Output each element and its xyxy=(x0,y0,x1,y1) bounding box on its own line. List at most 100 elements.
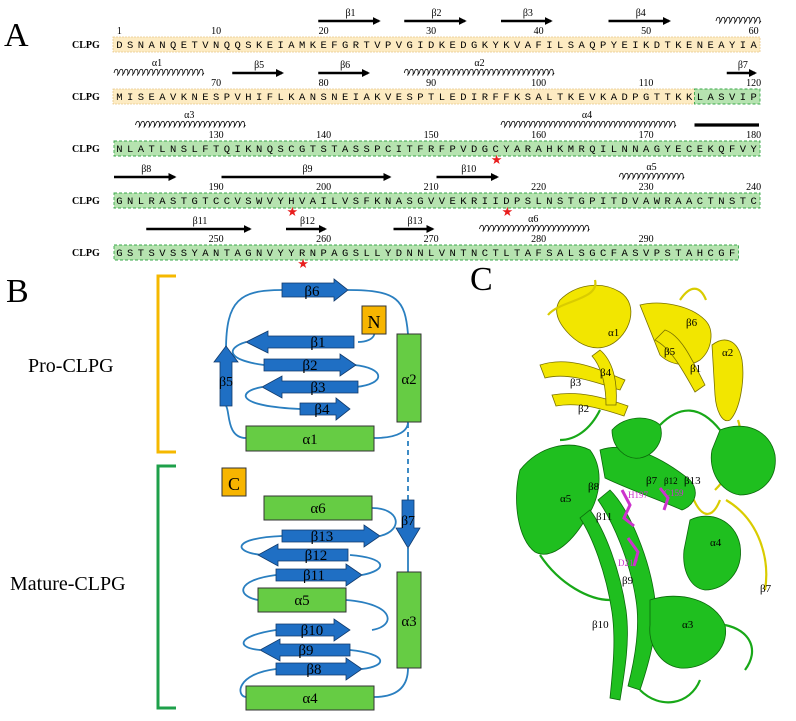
residue: I xyxy=(234,144,240,156)
position-number: 60 xyxy=(749,26,759,37)
position-number: 70 xyxy=(211,78,221,89)
c-terminus-label: C xyxy=(228,474,240,494)
residue: S xyxy=(127,40,133,52)
structure-strand-b9 xyxy=(597,489,656,691)
propeptide-box xyxy=(112,36,761,53)
residue: P xyxy=(514,196,520,208)
structure-helix-a3 xyxy=(649,595,727,669)
residue: A xyxy=(707,92,714,104)
structure-helix-a4 xyxy=(710,425,776,496)
residue: T xyxy=(460,248,466,260)
mature-loops-3d xyxy=(539,409,754,704)
residue: H xyxy=(245,92,251,104)
residue: S xyxy=(320,92,326,104)
label-b7: β7 xyxy=(401,514,415,529)
helix-a6 xyxy=(263,495,373,521)
residue: V xyxy=(729,92,736,104)
helix-a4 xyxy=(245,685,375,711)
struct-label-b7: β7 xyxy=(760,583,772,595)
residue: E xyxy=(686,40,692,52)
structure-helix-a2 xyxy=(711,339,744,422)
residue: E xyxy=(675,144,681,156)
residue: T xyxy=(557,92,563,104)
residue: L xyxy=(428,248,434,260)
residue: E xyxy=(202,92,208,104)
residue: E xyxy=(449,92,455,104)
label-b13: β13 xyxy=(311,529,334,545)
struct-label-b1: β1 xyxy=(690,363,701,375)
residue: S xyxy=(664,248,670,260)
strand-label: β8 xyxy=(141,164,151,175)
residue: M xyxy=(568,144,574,156)
residue: C xyxy=(697,196,703,208)
residue: G xyxy=(116,248,122,260)
residue: I xyxy=(471,92,477,104)
residue: E xyxy=(267,40,273,52)
struct-label-a2: α2 xyxy=(722,347,733,359)
residue: W xyxy=(654,196,661,208)
residue: Y xyxy=(750,144,757,156)
pro-clpg-label: Pro-CLPG xyxy=(28,355,114,377)
active-site-star: ★ xyxy=(287,205,299,220)
residue: Y xyxy=(503,144,510,156)
residue: S xyxy=(170,196,176,208)
residue: N xyxy=(449,248,455,260)
residue: T xyxy=(707,196,713,208)
residue: N xyxy=(718,196,724,208)
residue: S xyxy=(138,92,144,104)
residue: V xyxy=(740,144,747,156)
position-number: 270 xyxy=(424,234,439,245)
residue: I xyxy=(277,40,283,52)
residue: I xyxy=(320,196,326,208)
topology-labels: α1 α2 α6 α5 α3 α4 β6 β1 β2 β3 β4 β5 β7 β… xyxy=(219,284,417,707)
residue: V xyxy=(202,40,209,52)
helix-label: α4 xyxy=(582,110,592,121)
residue: P xyxy=(600,40,606,52)
residue: I xyxy=(127,92,133,104)
residue: I xyxy=(482,196,488,208)
residue: D xyxy=(460,92,466,104)
position-number: 190 xyxy=(209,182,224,193)
residue: G xyxy=(299,144,305,156)
residue: F xyxy=(331,40,337,52)
residue: K xyxy=(675,92,682,104)
label-b11: β11 xyxy=(303,568,325,584)
residue: C xyxy=(213,196,219,208)
mature-loops xyxy=(239,507,409,698)
residue: T xyxy=(654,92,660,104)
residue: A xyxy=(643,196,650,208)
residue: A xyxy=(514,144,521,156)
residue: N xyxy=(191,92,197,104)
residue: S xyxy=(353,144,359,156)
residue: N xyxy=(632,144,638,156)
panel-label-c: C xyxy=(470,261,493,298)
residue: K xyxy=(288,92,295,104)
residue: L xyxy=(439,92,445,104)
residue: N xyxy=(116,144,122,156)
residue: S xyxy=(406,92,412,104)
label-b10: β10 xyxy=(301,623,324,639)
label-a4: α4 xyxy=(302,691,318,707)
position-number: 1 xyxy=(117,26,122,37)
helix-label: α3 xyxy=(184,110,194,121)
residue: S xyxy=(525,92,531,104)
residue: A xyxy=(148,40,155,52)
strand-arrows xyxy=(213,278,421,681)
residue: I xyxy=(600,196,606,208)
position-number: 130 xyxy=(209,130,224,141)
label-b2: β2 xyxy=(302,358,317,374)
residue: G xyxy=(342,248,348,260)
residue: V xyxy=(460,144,467,156)
residue: Q xyxy=(718,144,724,156)
residue: K xyxy=(181,92,188,104)
residue: E xyxy=(342,92,348,104)
struct-label-b6: β6 xyxy=(686,317,698,329)
residue: R xyxy=(578,144,585,156)
residue: S xyxy=(718,92,724,104)
helix-coil xyxy=(500,120,677,128)
label-b1: β1 xyxy=(310,335,325,351)
strand-b13 xyxy=(281,524,381,548)
